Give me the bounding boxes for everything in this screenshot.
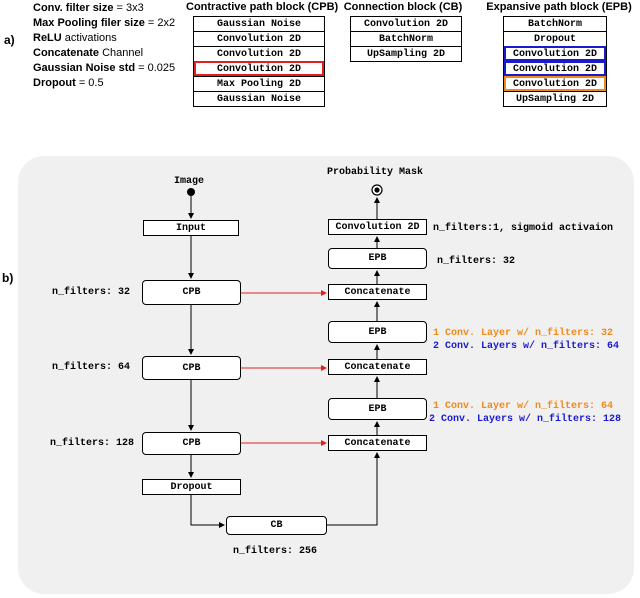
cb-filters-label: n_filters: 256	[233, 546, 318, 557]
input-node: Input	[143, 220, 239, 236]
spec-list: Conv. filter size = 3x3 Max Pooling file…	[33, 1, 193, 91]
epb2-note-orange: 1 Conv. Layer w/ n_filters: 32	[433, 328, 614, 339]
epb-node-2: EPB	[328, 321, 427, 343]
output-filters-label: n_filters:1, sigmoid activaion	[433, 223, 614, 234]
epb-layer: BatchNorm	[504, 16, 606, 31]
spec-activation: ReLU activations	[33, 32, 117, 44]
epb1-filters-label: n_filters: 32	[437, 256, 516, 267]
dropout-node: Dropout	[142, 479, 241, 495]
cb-title: Connection block (CB)	[343, 1, 463, 13]
spec-filter-size: Conv. filter size = 3x3	[33, 2, 144, 14]
epb3-note-blue: 2 Conv. Layers w/ n_filters: 128	[429, 414, 622, 425]
cb-layer: Convolution 2D	[351, 16, 461, 31]
epb-layer-highlighted-orange: Convolution 2D	[504, 76, 606, 91]
spec-dropout: Dropout = 0.5	[33, 77, 104, 89]
image-label: Image	[174, 176, 205, 187]
concatenate-node-3: Concatenate	[328, 435, 427, 451]
cpb-node-1: CPB	[142, 280, 241, 305]
epb-layer: UpSampling 2D	[504, 91, 606, 106]
epb-node-3: EPB	[328, 398, 427, 420]
cpb-node-2: CPB	[142, 356, 241, 380]
spec-noise-std: Gaussian Noise std = 0.025	[33, 62, 176, 74]
spec-concatenate: Concatenate Channel	[33, 47, 144, 59]
concatenate-node-2: Concatenate	[328, 359, 427, 375]
concatenate-node-1: Concatenate	[328, 284, 427, 300]
cpb-layer: Max Pooling 2D	[194, 76, 324, 91]
cb-layer: BatchNorm	[351, 31, 461, 46]
cpb-stack: Gaussian Noise Convolution 2D Convolutio…	[193, 16, 325, 107]
panel-b-label: b)	[2, 271, 14, 285]
cpb-layer: Convolution 2D	[194, 46, 324, 61]
cpb-layer: Convolution 2D	[194, 31, 324, 46]
cpb3-filters-label: n_filters: 128	[50, 438, 135, 449]
cpb-node-3: CPB	[142, 432, 241, 455]
epb3-note-orange: 1 Conv. Layer w/ n_filters: 64	[433, 401, 614, 412]
epb2-note-blue: 2 Conv. Layers w/ n_filters: 64	[433, 341, 620, 352]
output-convolution-node: Convolution 2D	[328, 219, 427, 235]
epb-node-1: EPB	[328, 248, 427, 269]
epb-layer-highlighted-blue: Convolution 2D	[504, 61, 606, 76]
cb-node: CB	[226, 516, 327, 535]
epb-stack: BatchNorm Dropout Convolution 2D Convolu…	[503, 16, 607, 107]
spec-pooling-size: Max Pooling filer size = 2x2	[33, 17, 176, 29]
cpb-title: Contractive path block (CPB)	[186, 1, 339, 13]
cpb2-filters-label: n_filters: 64	[52, 362, 131, 373]
probability-mask-label: Probability Mask	[327, 167, 424, 178]
epb-layer-highlighted-blue: Convolution 2D	[504, 46, 606, 61]
epb-title: Expansive path block (EPB)	[486, 1, 632, 13]
cpb-layer: Gaussian Noise	[194, 16, 324, 31]
cb-layer: UpSampling 2D	[351, 46, 461, 61]
cb-stack: Convolution 2D BatchNorm UpSampling 2D	[350, 16, 462, 62]
epb-layer: Dropout	[504, 31, 606, 46]
cpb1-filters-label: n_filters: 32	[52, 287, 131, 298]
panel-a-label: a)	[4, 33, 15, 47]
cpb-layer: Gaussian Noise	[194, 91, 324, 106]
cpb-layer-highlighted: Convolution 2D	[194, 61, 324, 76]
